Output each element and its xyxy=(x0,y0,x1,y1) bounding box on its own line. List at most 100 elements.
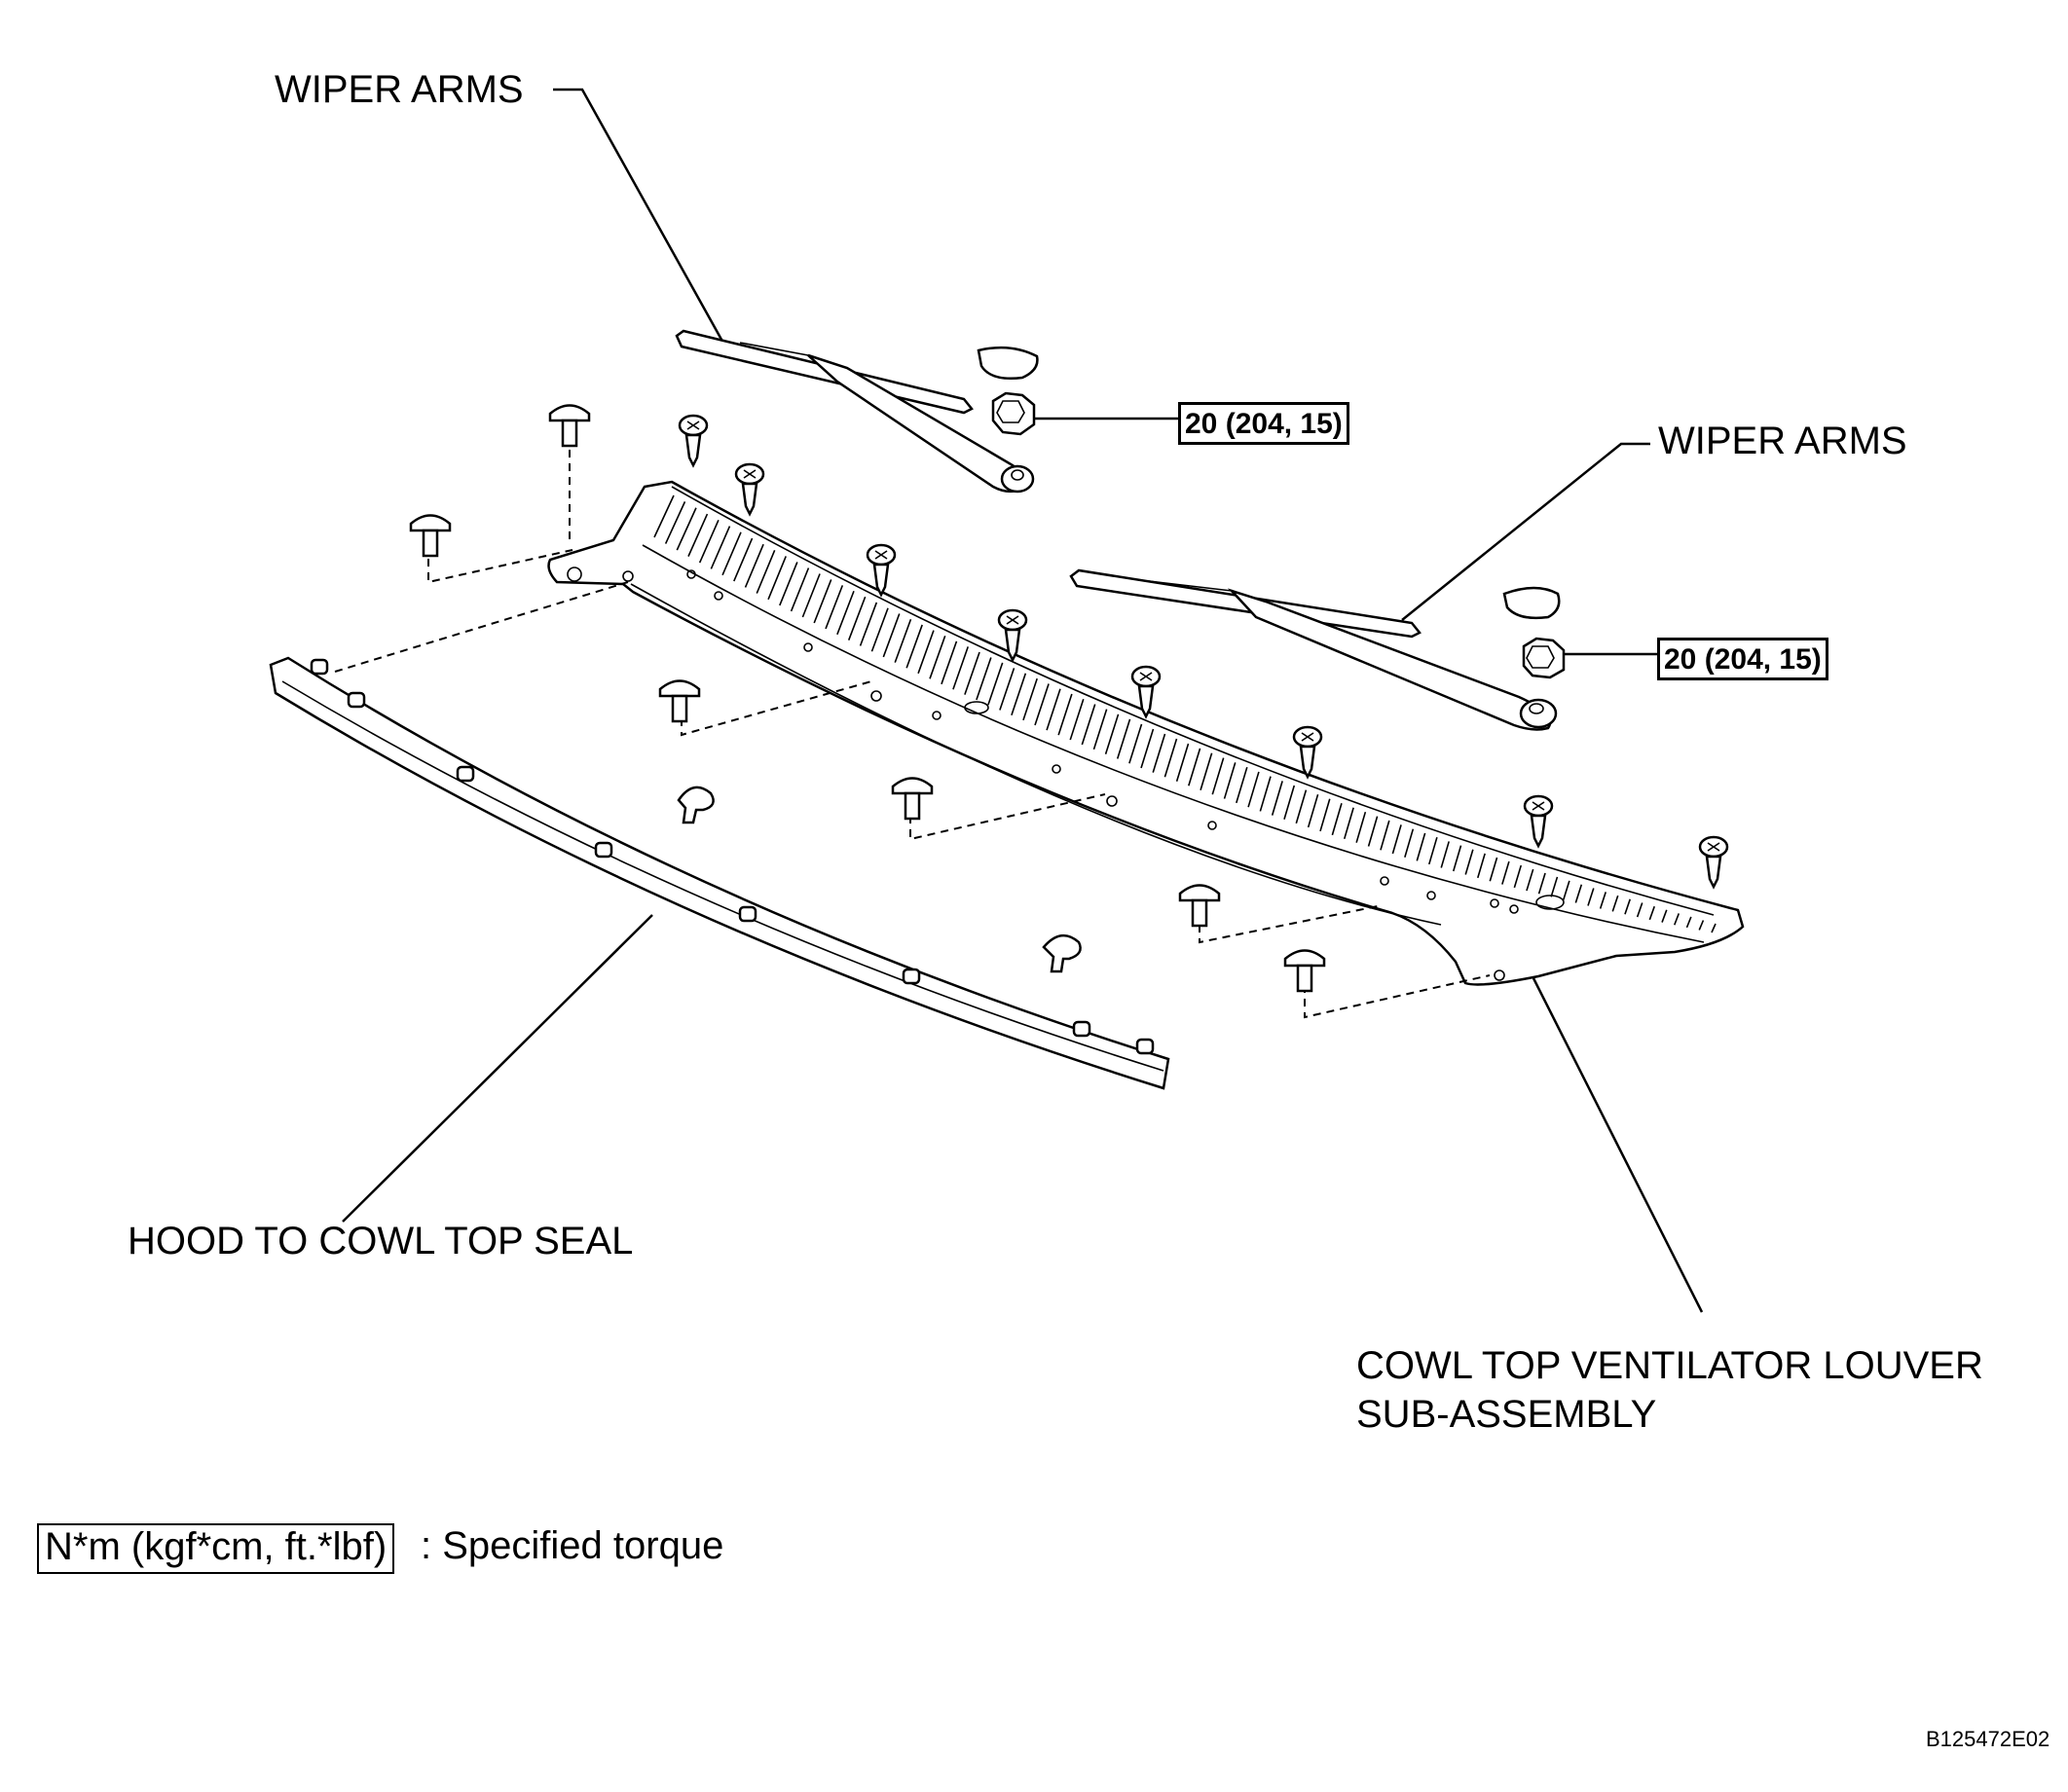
louver-slat xyxy=(1211,757,1225,795)
clip xyxy=(677,786,715,824)
leader-louver xyxy=(1532,977,1704,1313)
louver-slat xyxy=(1081,704,1096,746)
louver-slat xyxy=(813,579,832,624)
louver-slat xyxy=(733,537,754,582)
louver-slat xyxy=(1574,884,1583,903)
torque-spec-left: 20 (204, 15) xyxy=(1178,402,1349,445)
louver-slat xyxy=(1295,789,1308,824)
louver-slat xyxy=(1476,853,1486,879)
screw xyxy=(1698,835,1729,890)
label-hood-to-cowl-top-seal: HOOD TO COWL TOP SEAL xyxy=(128,1220,634,1262)
clip xyxy=(1042,933,1082,973)
label-louver-line2: SUB-ASSEMBLY xyxy=(1356,1393,1657,1436)
louver-slat xyxy=(1200,752,1213,790)
louver-slat xyxy=(1380,820,1390,851)
louver-slat xyxy=(870,607,889,652)
louver-slat xyxy=(1247,771,1260,808)
louver-slat xyxy=(1661,909,1668,923)
clip xyxy=(1283,949,1326,993)
louver-slat xyxy=(1057,693,1073,736)
nut-right xyxy=(1522,637,1566,679)
louver-slat xyxy=(767,556,787,601)
louver-slat xyxy=(1092,709,1108,750)
louver-slat xyxy=(917,630,935,675)
label-wiper-arms-right: WIPER ARMS xyxy=(1658,420,1907,462)
louver-slat xyxy=(1319,798,1331,832)
clip xyxy=(1178,884,1221,928)
louver-slat xyxy=(905,624,923,669)
leader-lines xyxy=(342,88,1704,1313)
louver-slat xyxy=(836,590,855,636)
louver-holes xyxy=(567,567,1565,981)
louver-slat xyxy=(1550,876,1559,897)
louver-slat xyxy=(1501,860,1510,885)
louver-slat xyxy=(1526,868,1534,892)
clip xyxy=(548,404,591,448)
louver-slat xyxy=(1464,849,1474,875)
louver-slat xyxy=(801,573,821,618)
legend-unit-box: N*m (kgf*cm, ft.*lbf) xyxy=(37,1523,395,1574)
louver-slat xyxy=(756,550,776,594)
louver-slat xyxy=(1011,673,1027,715)
louver-slat xyxy=(1624,898,1631,915)
seal-clips xyxy=(310,658,1155,1055)
louver-slat xyxy=(653,494,675,538)
louver-slat xyxy=(1636,902,1643,918)
louver-slat xyxy=(1140,728,1155,769)
louver-slat xyxy=(1283,785,1296,820)
wiper-arm-right xyxy=(1069,568,1566,731)
hood-to-cowl-top-seal xyxy=(269,656,1170,1090)
louver-slat xyxy=(1259,776,1272,812)
screw xyxy=(678,414,709,468)
louver-slat xyxy=(1152,733,1166,773)
clips xyxy=(409,404,1326,993)
louver-slat xyxy=(664,501,686,544)
cowl-top-ventilator-louver xyxy=(547,480,1745,986)
clip xyxy=(891,777,934,821)
louver-slat xyxy=(1046,688,1061,731)
louver-slat xyxy=(1685,916,1692,929)
louver-slat xyxy=(825,585,844,630)
screw xyxy=(866,543,897,598)
louver-slat xyxy=(859,602,878,646)
screw xyxy=(1130,665,1162,719)
louver-slat xyxy=(987,662,1004,706)
louver-slat xyxy=(1513,864,1523,889)
pivot-cap-left xyxy=(977,346,1039,380)
louver-slat xyxy=(1416,832,1426,861)
clip xyxy=(409,514,452,558)
louver-slat xyxy=(847,596,867,640)
legend-description: : Specified torque xyxy=(421,1524,724,1567)
louver-slat xyxy=(1236,766,1248,804)
louver-slat xyxy=(1611,895,1619,912)
louver-slat xyxy=(1537,872,1546,895)
louver-slat xyxy=(1355,811,1367,843)
louver-slat xyxy=(1648,905,1655,921)
louver-slat xyxy=(1022,677,1038,721)
louver-slat xyxy=(1587,888,1595,906)
louver-slat xyxy=(1404,828,1415,858)
louver-slat xyxy=(1307,793,1319,828)
louver-slat xyxy=(1452,845,1462,872)
louver-slats xyxy=(653,494,1717,933)
screw xyxy=(1292,725,1323,780)
louver-slat xyxy=(1175,743,1190,783)
screw xyxy=(734,462,765,517)
louver-slat xyxy=(1271,781,1283,816)
louver-slat xyxy=(1489,857,1498,882)
louver-slat xyxy=(1674,913,1680,926)
louver-slat xyxy=(1711,923,1717,933)
louver-slat xyxy=(1698,920,1705,931)
louver-slat xyxy=(941,640,958,685)
louver-slat xyxy=(744,543,764,588)
assembly-dashed-lines xyxy=(334,450,1491,1019)
louver-slat xyxy=(687,513,709,557)
louver-slat xyxy=(698,520,720,564)
louver-slat xyxy=(1391,824,1402,855)
screw xyxy=(1523,794,1554,849)
leader-wiper-arms-left xyxy=(553,88,727,347)
pivot-cap-right xyxy=(1502,586,1561,620)
louver-slat xyxy=(676,507,697,551)
louver-slat xyxy=(976,657,992,701)
